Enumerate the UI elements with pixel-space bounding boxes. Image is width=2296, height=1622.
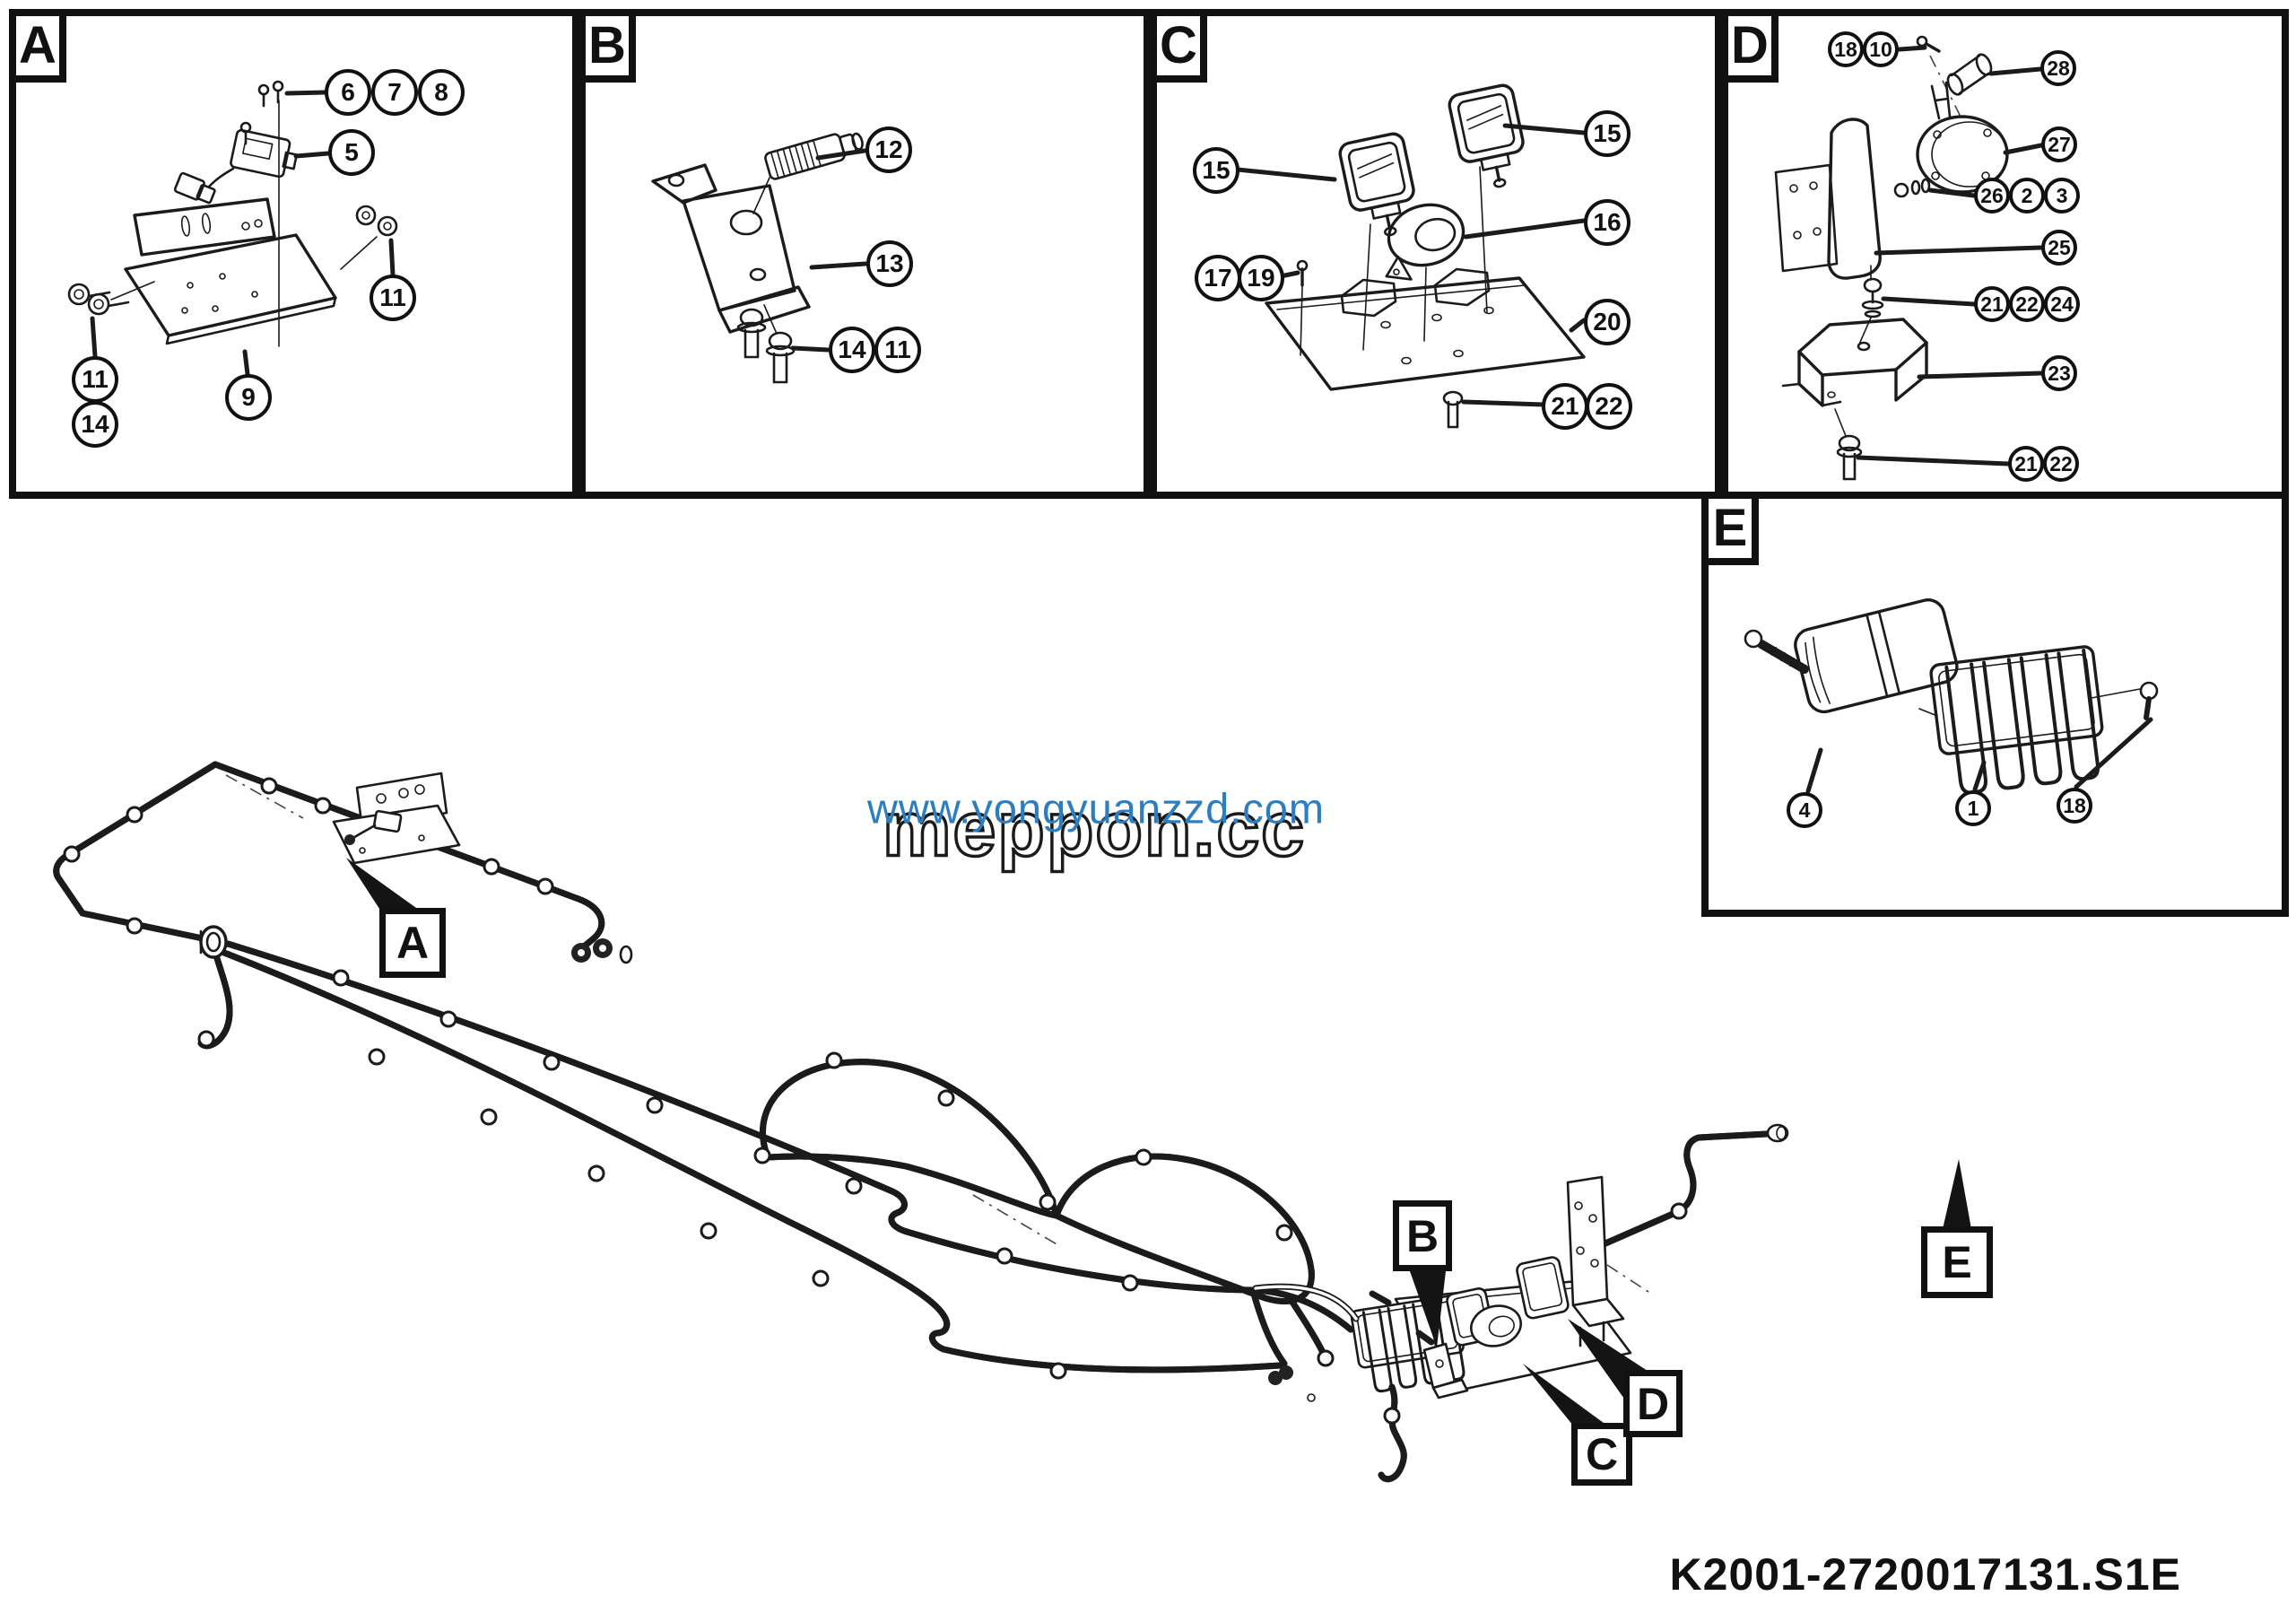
callout-14: 14 bbox=[72, 401, 118, 448]
callout-27: 27 bbox=[2041, 126, 2077, 162]
harness-bracket-a bbox=[332, 772, 461, 865]
pointer-wedge-b bbox=[1410, 1271, 1446, 1347]
pointer-wedge-e bbox=[1943, 1159, 1971, 1229]
callout-3: 3 bbox=[2044, 178, 2080, 214]
callout-18: 18 bbox=[2057, 788, 2092, 824]
panel-d-border bbox=[1721, 9, 2289, 499]
callout-22: 22 bbox=[2043, 446, 2079, 482]
callout-19: 19 bbox=[1238, 255, 1284, 301]
panel-letter: B bbox=[588, 16, 626, 74]
callout-22: 22 bbox=[1586, 383, 1632, 430]
callout-14: 14 bbox=[829, 327, 875, 373]
callout-24: 24 bbox=[2044, 286, 2080, 322]
callout-11: 11 bbox=[72, 356, 118, 403]
callout-21: 21 bbox=[1542, 383, 1588, 430]
panel-label-a: A bbox=[9, 9, 66, 83]
pointer-letter: C bbox=[1585, 1429, 1619, 1479]
panel-b-drawing bbox=[651, 132, 868, 384]
callout-25: 25 bbox=[2041, 230, 2077, 266]
pointer-letter: A bbox=[396, 918, 430, 968]
panel-label-c: C bbox=[1150, 9, 1207, 83]
pointer-wedge-a bbox=[346, 858, 416, 911]
callout-8: 8 bbox=[418, 69, 465, 116]
panel-letter: A bbox=[19, 16, 57, 74]
callout-17: 17 bbox=[1195, 255, 1241, 301]
pointer-wedge-c bbox=[1523, 1364, 1607, 1426]
callout-13: 13 bbox=[866, 240, 913, 287]
callout-4: 4 bbox=[1787, 792, 1822, 828]
callout-22: 22 bbox=[2009, 286, 2045, 322]
callout-21: 21 bbox=[1974, 286, 2010, 322]
callout-18: 18 bbox=[1828, 31, 1864, 67]
panel-e-border bbox=[1701, 492, 2289, 917]
pointer-letter: D bbox=[1636, 1378, 1670, 1429]
pointer-box-e: E bbox=[1921, 1226, 1993, 1298]
panel-e-drawing bbox=[1744, 597, 2159, 795]
callout-7: 7 bbox=[371, 69, 418, 116]
callout-20: 20 bbox=[1584, 299, 1631, 345]
panel-a-border bbox=[9, 9, 579, 499]
pointer-box-c: C bbox=[1571, 1423, 1632, 1486]
callout-11: 11 bbox=[874, 327, 921, 373]
callout-12: 12 bbox=[865, 126, 912, 173]
panel-d-drawing bbox=[1774, 35, 2044, 481]
panel-b-border bbox=[578, 9, 1151, 499]
callout-16: 16 bbox=[1584, 199, 1631, 246]
panel-letter: D bbox=[1731, 16, 1769, 74]
pointer-letter: E bbox=[1942, 1237, 1972, 1287]
watermark-url-text: www.yongyuanzzd.com bbox=[866, 784, 1326, 833]
callout-9: 9 bbox=[225, 374, 272, 421]
panel-label-e: E bbox=[1701, 492, 1759, 565]
watermark-site-text: meppon.cc bbox=[881, 785, 1306, 875]
document-code: K2001-2720017131.S1E bbox=[1669, 1549, 2181, 1600]
harness-drawing bbox=[57, 761, 1789, 1479]
callout-2: 2 bbox=[2009, 178, 2045, 214]
harness-cluster bbox=[1252, 1175, 1632, 1402]
panel-a-drawing bbox=[67, 80, 398, 377]
callout-15: 15 bbox=[1584, 110, 1631, 157]
pointer-letter: B bbox=[1405, 1210, 1439, 1261]
panel-letter: C bbox=[1160, 16, 1197, 74]
callout-6: 6 bbox=[325, 69, 371, 116]
callout-10: 10 bbox=[1863, 31, 1899, 67]
panel-label-d: D bbox=[1721, 9, 1779, 83]
panel-c-drawing bbox=[1235, 83, 1587, 429]
callout-11: 11 bbox=[370, 275, 416, 321]
panel-label-b: B bbox=[578, 9, 636, 83]
pointer-box-d: D bbox=[1623, 1370, 1683, 1437]
pointer-box-a: A bbox=[379, 908, 446, 978]
panel-c-border bbox=[1150, 9, 1722, 499]
callout-21: 21 bbox=[2008, 446, 2044, 482]
pointer-box-b: B bbox=[1393, 1200, 1452, 1271]
callout-28: 28 bbox=[2040, 50, 2076, 86]
panel-letter: E bbox=[1712, 499, 1748, 557]
callout-23: 23 bbox=[2041, 355, 2077, 391]
callout-15: 15 bbox=[1193, 147, 1239, 194]
callout-26: 26 bbox=[1974, 178, 2010, 214]
callout-1: 1 bbox=[1955, 790, 1991, 826]
callout-5: 5 bbox=[328, 129, 375, 176]
